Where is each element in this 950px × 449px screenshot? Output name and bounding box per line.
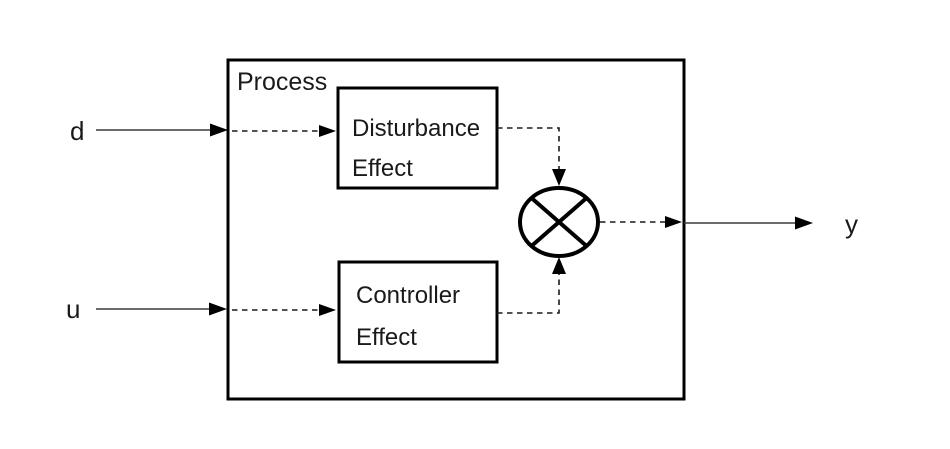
disturbance-effect-box: [336, 86, 499, 190]
input-u-dashed-arrowhead: [319, 304, 336, 316]
controller-effect-box: [337, 260, 499, 364]
disturbance-effect-label-line1: Disturbance: [352, 115, 480, 142]
output-y-label: y: [845, 209, 858, 239]
process-label: Process: [237, 68, 327, 96]
input-u-label: u: [66, 294, 80, 324]
disturbance-to-junction-path: [497, 127, 560, 170]
input-d-dashed-arrowhead: [319, 125, 336, 137]
output-y-arrowhead: [795, 216, 813, 230]
input-d-label: d: [70, 116, 84, 146]
disturbance-effect-label-line2: Effect: [352, 155, 413, 182]
controller-effect-label-line2: Effect: [356, 324, 417, 351]
junction-to-border-arrowhead: [665, 216, 682, 228]
controller-effect-label-line1: Controller: [356, 282, 460, 309]
junction-circle: [518, 186, 600, 258]
input-u-arrowhead: [209, 302, 227, 316]
controller-to-junction-path: [497, 274, 560, 314]
junction-cross-line-2: [530, 196, 588, 248]
disturbance-to-junction-arrowhead: [552, 169, 566, 186]
controller-to-junction-arrowhead: [552, 257, 566, 274]
process-box: [226, 58, 686, 401]
input-d-arrowhead: [210, 123, 228, 137]
